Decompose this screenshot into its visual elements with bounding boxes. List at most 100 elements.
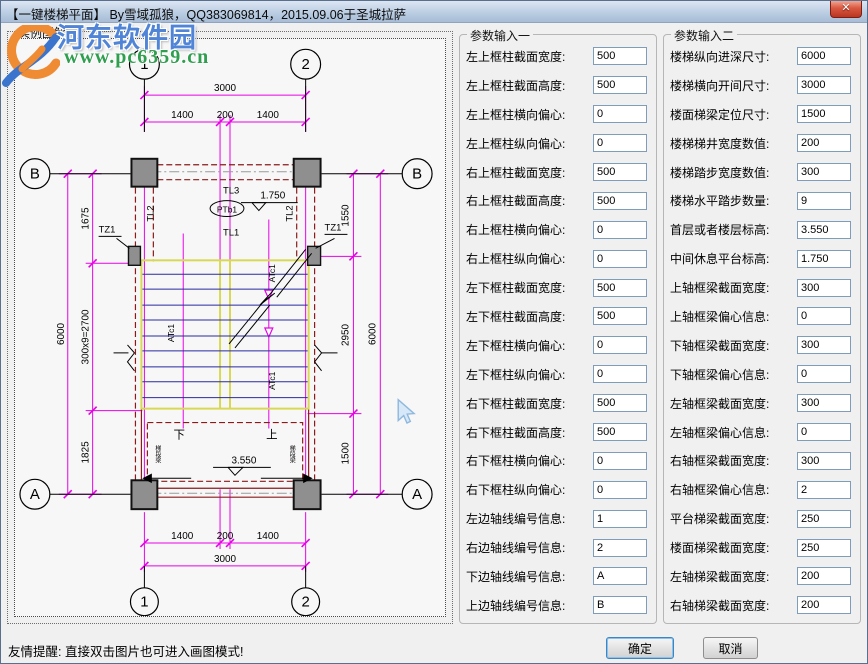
svg-text:TL2: TL2 — [145, 205, 156, 221]
param-row: 下边轴线编号信息: — [460, 562, 656, 591]
svg-text:A: A — [30, 486, 40, 503]
field-input-params2-8[interactable] — [797, 278, 851, 297]
param-row: 右上框柱截面宽度: — [460, 158, 656, 187]
dimension-ticks — [63, 90, 385, 571]
params1-groupbox: 参数输入一 左上框柱截面宽度:左上框柱截面高度:左上框柱横向偏心:左上框柱纵向偏… — [459, 27, 657, 624]
svg-text:3000: 3000 — [214, 83, 237, 94]
field-label: 楼梯纵向进深尺寸: — [670, 49, 770, 64]
ok-button[interactable]: 确定 — [606, 637, 674, 659]
field-input-params1-4[interactable] — [593, 163, 647, 181]
param-row: 左轴框梁截面宽度: — [664, 389, 860, 418]
param-row: 右轴框梁偏心信息: — [664, 475, 860, 504]
field-input-params2-10[interactable] — [797, 336, 851, 355]
field-label: 右边轴线编号信息: — [466, 541, 566, 556]
cancel-button[interactable]: 取消 — [703, 637, 758, 659]
field-input-params1-15[interactable] — [593, 480, 647, 499]
field-input-params2-12[interactable] — [797, 394, 851, 413]
field-input-params1-2[interactable] — [593, 105, 647, 124]
field-input-params1-19[interactable] — [593, 596, 647, 615]
param-row: 平台梯梁截面宽度: — [664, 504, 860, 533]
field-input-params2-2[interactable] — [797, 105, 851, 124]
level-markers — [213, 202, 298, 477]
field-label: 楼梯水平踏步数量: — [670, 194, 770, 209]
field-input-params1-14[interactable] — [593, 451, 647, 470]
param-row: 楼面梯梁定位尺寸: — [664, 100, 860, 129]
field-label: 右下框柱横向偏心: — [466, 454, 566, 469]
param-row: 右下框柱截面高度: — [460, 418, 656, 447]
field-input-params1-18[interactable] — [593, 567, 647, 586]
field-input-params2-4[interactable] — [797, 163, 851, 181]
field-input-params1-13[interactable] — [593, 423, 647, 442]
field-input-params1-7[interactable] — [593, 249, 647, 268]
field-input-params2-15[interactable] — [797, 480, 851, 499]
svg-text:1500: 1500 — [340, 442, 351, 465]
field-label: 左上框柱截面高度: — [466, 78, 566, 93]
field-input-params1-1[interactable] — [593, 76, 647, 95]
field-input-params1-9[interactable] — [593, 307, 647, 326]
field-label: 右下框柱截面宽度: — [466, 396, 566, 411]
field-label: 首层或者楼层标高: — [670, 223, 770, 238]
field-label: 上轴框梁偏心信息: — [670, 309, 770, 324]
svg-text:1400: 1400 — [257, 110, 280, 121]
field-input-params2-11[interactable] — [797, 365, 851, 384]
param-row: 左轴框梁偏心信息: — [664, 418, 860, 447]
field-label: 楼面梯梁定位尺寸: — [670, 107, 770, 122]
param-row: 楼梯梯井宽度数值: — [664, 129, 860, 158]
field-input-params2-19[interactable] — [797, 596, 851, 615]
window-title: 【一键楼梯平面】 By雪域孤狼，QQ383069814，2015.09.06于圣… — [6, 8, 407, 22]
field-input-params2-3[interactable] — [797, 134, 851, 153]
field-input-params2-17[interactable] — [797, 538, 851, 557]
field-input-params2-0[interactable] — [797, 47, 851, 66]
field-input-params1-10[interactable] — [593, 336, 647, 355]
svg-text:ATc1: ATc1 — [267, 264, 277, 282]
field-input-params1-16[interactable] — [593, 509, 647, 528]
field-input-params2-13[interactable] — [797, 423, 851, 442]
params2-group-title: 参数输入二 — [671, 27, 738, 44]
field-input-params2-18[interactable] — [797, 567, 851, 586]
drawing-canvas[interactable]: 1 2 B B A A 1 2 — [14, 38, 446, 617]
dimension-lines — [58, 86, 389, 572]
field-input-params2-5[interactable] — [797, 191, 851, 210]
param-row: 右轴梯梁截面宽度: — [664, 591, 860, 620]
field-input-params2-9[interactable] — [797, 307, 851, 326]
param-row: 左轴梯梁截面宽度: — [664, 562, 860, 591]
svg-text:B: B — [30, 166, 40, 183]
svg-text:2950: 2950 — [340, 323, 351, 346]
beam-lines — [134, 164, 316, 498]
beam-labels: TL3 TL1 TL2 TL2 TZ1 TZ1 ATc1 ATc1 ATc1 梯… — [99, 186, 342, 465]
field-input-params1-3[interactable] — [593, 134, 647, 153]
svg-text:A: A — [412, 486, 422, 503]
title-bar[interactable]: 【一键楼梯平面】 By雪域孤狼，QQ383069814，2015.09.06于圣… — [1, 1, 867, 23]
close-button[interactable]: ✕ — [830, 1, 862, 18]
axis-bubbles — [19, 48, 433, 616]
dimension-labels: 3000 1400 200 1400 1400 200 1400 3000 60… — [56, 83, 379, 565]
field-label: 左边轴线编号信息: — [466, 512, 566, 527]
field-input-params2-16[interactable] — [797, 509, 851, 528]
field-input-params1-5[interactable] — [593, 191, 647, 210]
field-input-params2-6[interactable] — [797, 220, 851, 239]
field-input-params1-11[interactable] — [593, 365, 647, 384]
field-label: 楼梯梯井宽度数值: — [670, 136, 770, 151]
field-label: 楼梯横向开间尺寸: — [670, 78, 770, 93]
params2-rows: 楼梯纵向进深尺寸:楼梯横向开间尺寸:楼面梯梁定位尺寸:楼梯梯井宽度数值:楼梯踏步… — [664, 42, 860, 620]
field-label: 左下框柱截面高度: — [466, 309, 566, 324]
field-input-params2-14[interactable] — [797, 451, 851, 470]
param-row: 左上框柱横向偏心: — [460, 100, 656, 129]
field-input-params1-0[interactable] — [593, 47, 647, 66]
field-input-params2-1[interactable] — [797, 76, 851, 95]
break-lines — [113, 249, 338, 372]
field-label: 楼面梯梁截面宽度: — [670, 541, 770, 556]
field-label: 左轴梯梁截面宽度: — [670, 569, 770, 584]
field-label: 下轴框梁截面宽度: — [670, 338, 770, 353]
field-input-params1-17[interactable] — [593, 538, 647, 557]
field-input-params2-7[interactable] — [797, 249, 851, 268]
svg-text:B: B — [412, 166, 422, 183]
field-label: 左下框柱截面宽度: — [466, 281, 566, 296]
param-row: 左下框柱纵向偏心: — [460, 360, 656, 389]
field-input-params1-12[interactable] — [593, 394, 647, 413]
field-input-params1-6[interactable] — [593, 220, 647, 239]
param-row: 右下框柱截面宽度: — [460, 389, 656, 418]
field-input-params1-8[interactable] — [593, 278, 647, 297]
field-label: 下边轴线编号信息: — [466, 569, 566, 584]
beam-centerlines — [151, 171, 300, 494]
